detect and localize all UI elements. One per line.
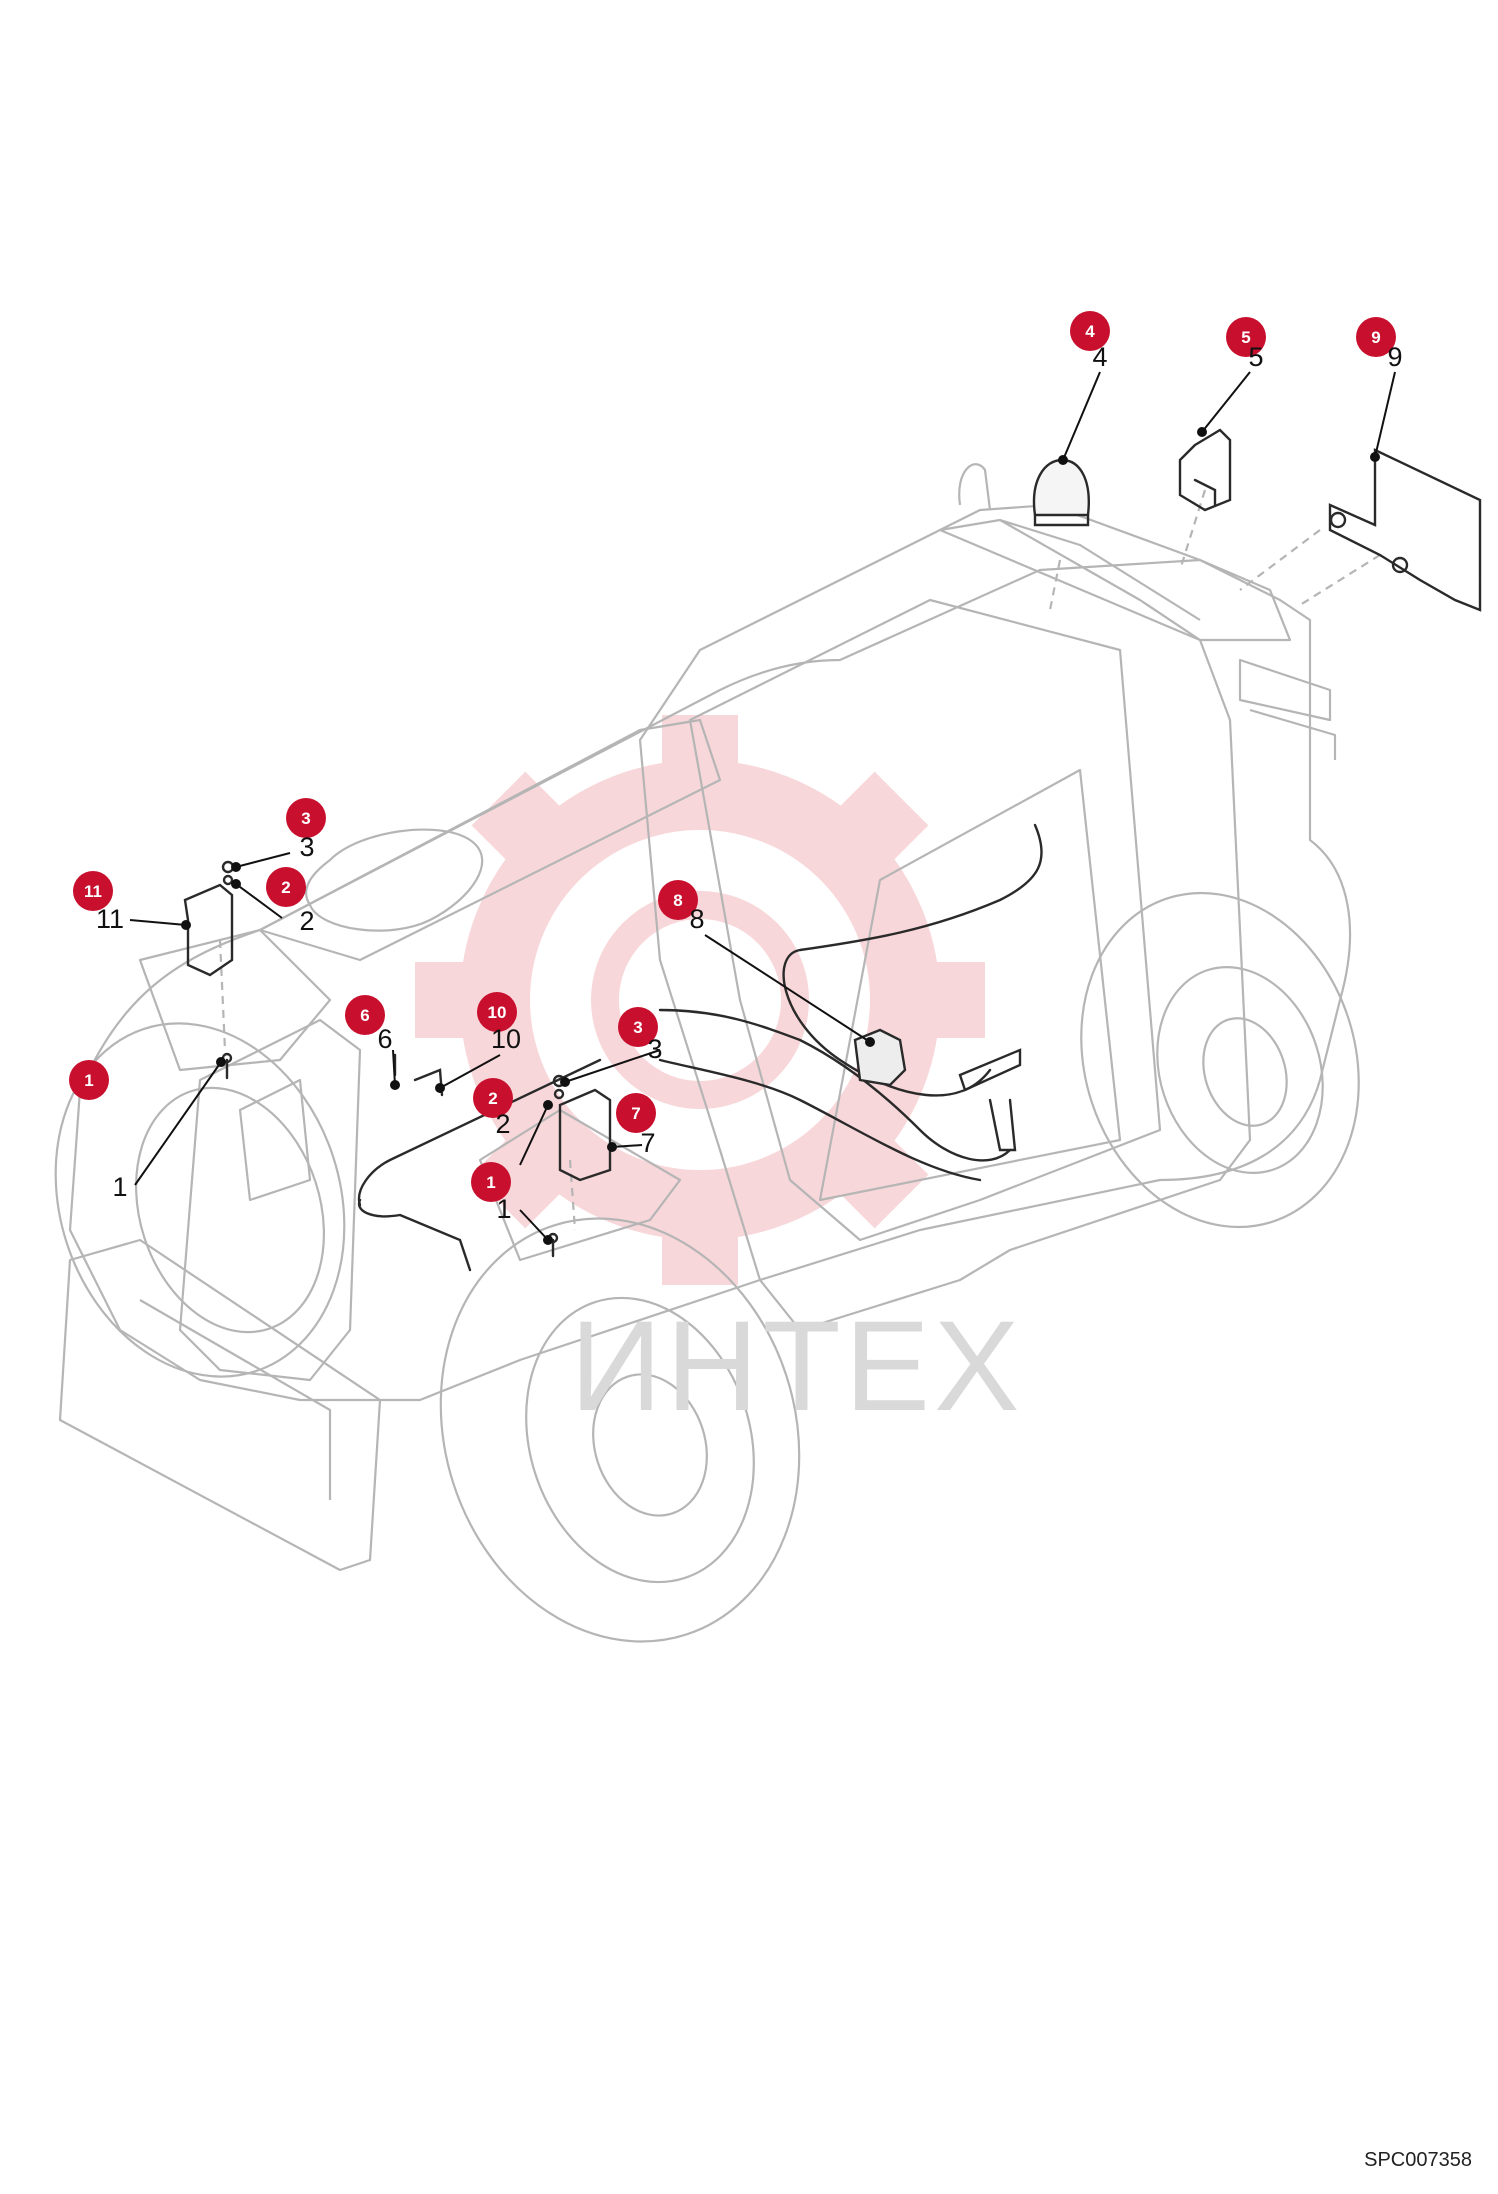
- parts-linework: [183, 428, 1482, 1272]
- callout-number: 3: [633, 1018, 642, 1037]
- callout-number: 5: [1241, 328, 1250, 347]
- callout-number: 7: [631, 1104, 640, 1123]
- callout-number: 8: [673, 891, 682, 910]
- callout-number: 11: [84, 882, 102, 901]
- part-label: 2: [299, 906, 314, 936]
- callout-number: 2: [488, 1089, 497, 1108]
- callout-7[interactable]: 77: [616, 1093, 656, 1158]
- part-label: 1: [496, 1194, 511, 1224]
- part-label: 4: [1092, 342, 1107, 372]
- callout-2-upper[interactable]: 22: [266, 867, 315, 936]
- callout-9[interactable]: 99: [1356, 317, 1403, 372]
- callout-3-lower[interactable]: 33: [618, 1007, 663, 1064]
- callout-2-lower[interactable]: 22: [473, 1078, 513, 1139]
- callout-5[interactable]: 55: [1226, 317, 1266, 372]
- part-label: 10: [491, 1024, 521, 1054]
- part-label: 2: [495, 1109, 510, 1139]
- part-label: 7: [640, 1128, 655, 1158]
- part-label: 1: [112, 1172, 127, 1202]
- callout-number: 1: [486, 1173, 495, 1192]
- reference-code: SPC007358: [1364, 2149, 1472, 2171]
- leader-lines: [129, 371, 1396, 1245]
- part-label: 8: [689, 904, 704, 934]
- callout-4[interactable]: 44: [1070, 311, 1110, 372]
- watermark: ИНТЕХ: [570, 1295, 1023, 1438]
- callout-6[interactable]: 66: [345, 995, 393, 1054]
- callout-number: 6: [360, 1006, 369, 1025]
- telehandler-outline: [54, 463, 1381, 1643]
- callout-number: 10: [488, 1003, 507, 1022]
- part-label: 3: [299, 832, 314, 862]
- part-label: 6: [377, 1024, 392, 1054]
- part-label: 5: [1248, 342, 1263, 372]
- callout-number: 3: [301, 809, 310, 828]
- callout-8[interactable]: 88: [658, 880, 705, 934]
- callout-number: 1: [84, 1071, 93, 1090]
- callout-1-lower[interactable]: 11: [471, 1162, 512, 1224]
- callout-3-upper[interactable]: 33: [286, 798, 326, 862]
- part-label: 9: [1387, 342, 1402, 372]
- part-label: 3: [647, 1034, 662, 1064]
- callout-number: 4: [1085, 322, 1095, 341]
- part-label: 11: [96, 904, 124, 934]
- callout-1-left[interactable]: 11: [69, 1060, 128, 1202]
- callout-number: 2: [281, 878, 290, 897]
- callout-number: 9: [1371, 328, 1380, 347]
